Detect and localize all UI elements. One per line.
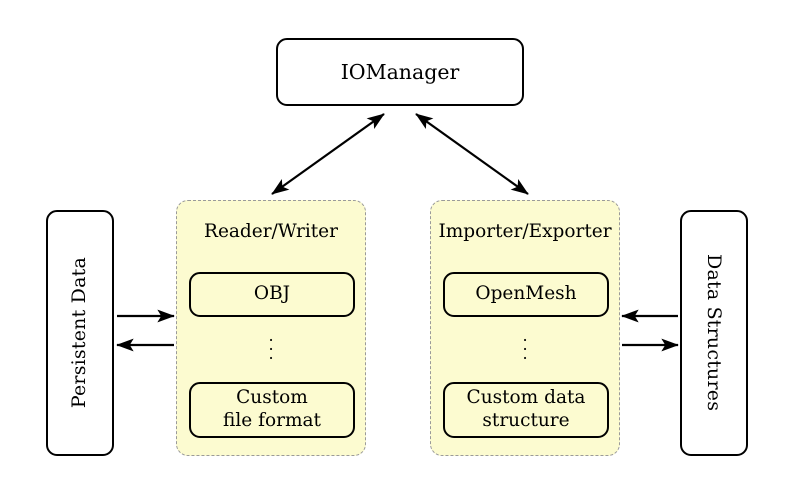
node-openmesh[interactable]: OpenMesh [443,272,609,317]
node-custom-data-structure[interactable]: Custom data structure [443,382,609,438]
node-iomanager[interactable]: IOManager [276,38,524,106]
ellipsis-reader-writer: ... [268,326,274,363]
node-data-structures-label: Data Structures [703,254,726,412]
ellipsis-importer-exporter: ... [522,326,528,363]
group-importer-exporter[interactable]: Importer/Exporter OpenMesh ... Custom da… [430,200,620,456]
connector-iomanager-readerwriter [271,113,385,195]
node-obj-label: OBJ [253,283,291,305]
node-obj[interactable]: OBJ [189,272,355,317]
node-data-structures[interactable]: Data Structures [680,210,748,456]
node-openmesh-label: OpenMesh [475,283,577,305]
group-reader-writer-title: Reader/Writer [204,221,338,242]
node-persistent-data[interactable]: Persistent Data [46,210,114,456]
group-importer-exporter-title: Importer/Exporter [438,221,612,242]
node-custom-file-format[interactable]: Custom file format [189,382,355,438]
node-custom-file-format-line1: Custom [236,387,308,409]
group-reader-writer[interactable]: Reader/Writer OBJ ... Custom file format [176,200,366,456]
node-custom-file-format-line2: file format [223,410,321,431]
node-persistent-data-label: Persistent Data [68,257,91,409]
node-iomanager-label: IOManager [340,59,460,84]
node-custom-data-structure-line2: structure [482,410,570,431]
connector-iomanager-importerexporter [415,113,529,195]
node-custom-data-structure-line1: Custom data [466,387,586,409]
